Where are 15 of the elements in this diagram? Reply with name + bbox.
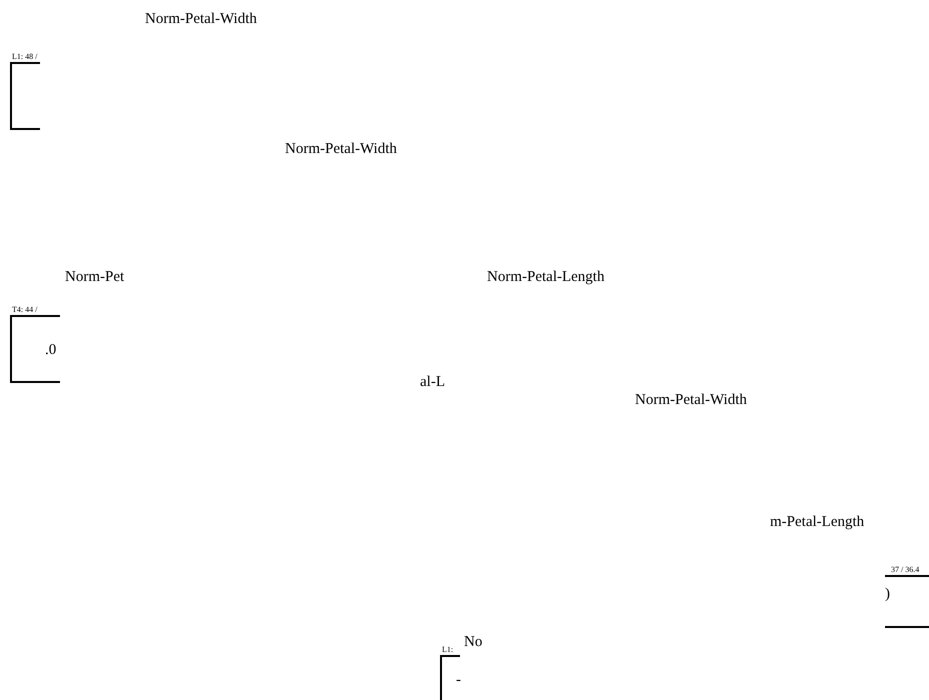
node-heading: L1: 48 /	[12, 52, 38, 62]
split-label: No	[464, 633, 482, 651]
node-value: )	[885, 585, 890, 603]
split-label: Norm-Pet	[65, 268, 124, 286]
split-label: al-L	[420, 373, 445, 391]
node-heading: T4: 44 /	[12, 305, 38, 315]
split-label: Norm-Petal-Width	[145, 10, 257, 28]
split-label: m-Petal-Length	[770, 513, 864, 531]
node-value: -	[456, 671, 461, 689]
node-heading: 37 / 36.4	[891, 565, 920, 575]
node-heading: L1:	[442, 645, 454, 655]
split-label: Norm-Petal-Width	[635, 391, 747, 409]
split-label: Norm-Petal-Length	[487, 268, 604, 286]
node-value: .0	[45, 341, 56, 359]
split-label: Norm-Petal-Width	[285, 140, 397, 158]
